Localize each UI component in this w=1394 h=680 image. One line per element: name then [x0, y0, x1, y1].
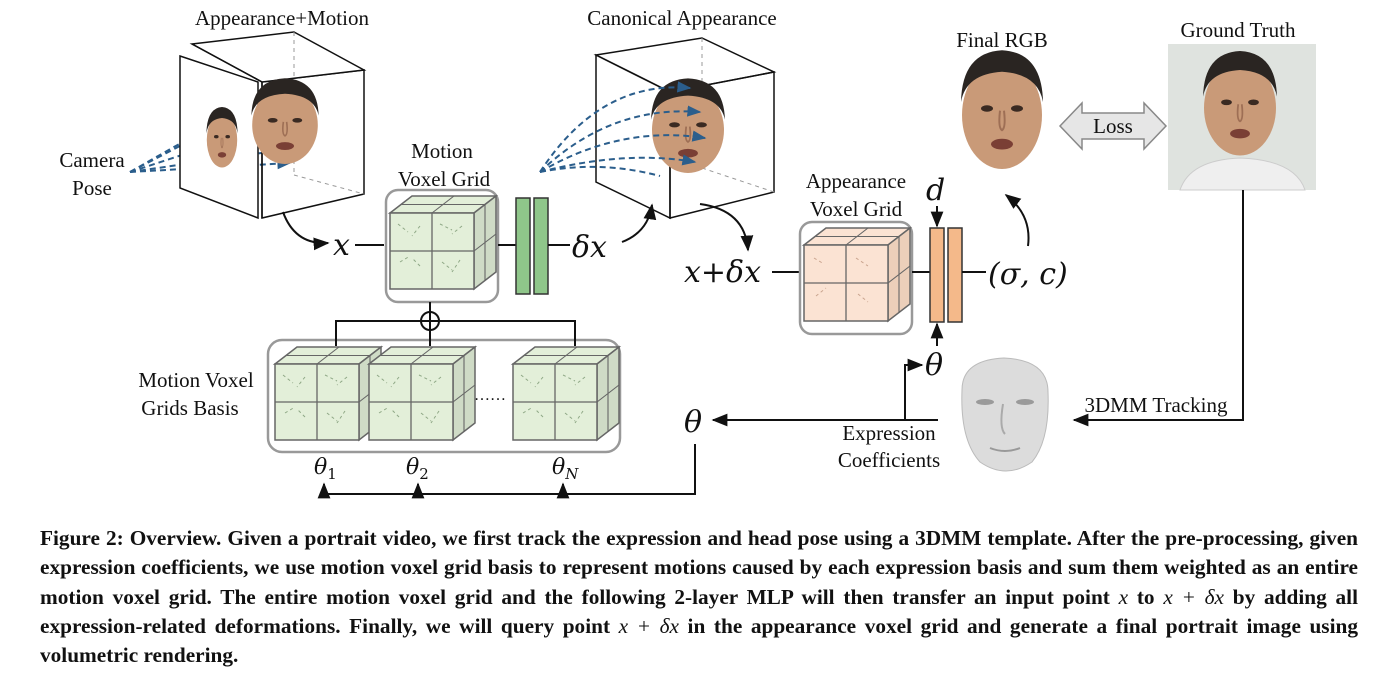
caption-text-4: in the appearance voxel grid and generat…	[40, 613, 1359, 668]
3dmm-mesh-face-icon	[961, 357, 1049, 472]
caption-text-1: Overview. Given a portrait video, we fir…	[40, 526, 1358, 609]
motion-basis-label-2: Grids Basis	[141, 396, 238, 420]
basis-cube-1	[274, 346, 382, 441]
appearance-motion-volume	[179, 31, 367, 220]
motion-mlp-layer-1	[515, 197, 531, 295]
expression-label-1: Expression	[842, 421, 936, 445]
slice-face-image	[205, 106, 239, 169]
loss-label: Loss	[1093, 114, 1133, 138]
basis-cube-2	[368, 346, 476, 441]
appearance-motion-label: Appearance+Motion	[195, 6, 369, 30]
expression-label-2: Coefficients	[838, 448, 940, 472]
overview-diagram: Appearance+Motion Canonical Appearance F…	[59, 6, 1316, 499]
caption-x-plus-dx-2: x + δx	[618, 613, 679, 638]
appearance-mlp-layer-2	[947, 227, 963, 323]
canonical-appearance-volume	[593, 37, 777, 220]
canonical-rays-icon	[539, 81, 707, 177]
basis-cube-n	[512, 346, 620, 441]
appearance-voxel-grid-label-1: Appearance	[806, 169, 906, 193]
caption-x-plus-dx-1: x + δx	[1163, 584, 1225, 609]
pose-label: Pose	[72, 176, 112, 200]
d-symbol: d	[926, 173, 945, 208]
loss-double-arrow-icon	[1058, 101, 1168, 151]
motion-voxel-grid-label-1: Motion	[411, 139, 473, 163]
theta-1-label: θ1	[314, 455, 337, 483]
theta-mlp-symbol: θ	[925, 348, 943, 383]
appearance-voxel-grid-label-2: Voxel Grid	[810, 197, 903, 221]
caption-label: Figure 2:	[40, 526, 124, 550]
theta-2-label: θ2	[406, 455, 429, 483]
theta-n-label: θN	[552, 455, 579, 483]
sigma-c-symbol: (σ, c)	[988, 257, 1068, 292]
tracking-label: 3DMM Tracking	[1085, 393, 1228, 417]
camera-label: Camera	[59, 148, 125, 172]
x-symbol: x	[333, 228, 350, 263]
appearance-voxel-grid-cube	[803, 227, 911, 322]
caption-text-2: to	[1136, 584, 1155, 609]
ground-truth-label: Ground Truth	[1181, 18, 1296, 42]
caption-x: x	[1118, 584, 1129, 609]
theta-main-symbol: θ	[684, 405, 702, 440]
x-plus-delta-x-symbol: x+δx	[684, 255, 761, 290]
volume-face-image	[250, 77, 320, 165]
motion-voxel-grid-label-2: Voxel Grid	[398, 167, 491, 191]
motion-mlp-layer-2	[533, 197, 549, 295]
caption-text-3: by adding all expression-related deforma…	[40, 584, 1358, 638]
figure-caption: Figure 2: Overview. Given a portrait vid…	[40, 524, 1358, 670]
sum-operator-icon	[420, 311, 440, 331]
ground-truth-image	[1168, 44, 1316, 191]
canonical-appearance-label: Canonical Appearance	[587, 6, 777, 30]
motion-voxel-grid-cube	[389, 195, 497, 290]
final-rgb-label: Final RGB	[956, 28, 1048, 52]
final-rgb-image	[959, 49, 1045, 171]
delta-x-symbol: δx	[572, 230, 607, 265]
appearance-mlp-layer-1	[929, 227, 945, 323]
basis-ellipsis: ……	[474, 387, 506, 404]
motion-basis-label-1: Motion Voxel	[138, 368, 253, 392]
